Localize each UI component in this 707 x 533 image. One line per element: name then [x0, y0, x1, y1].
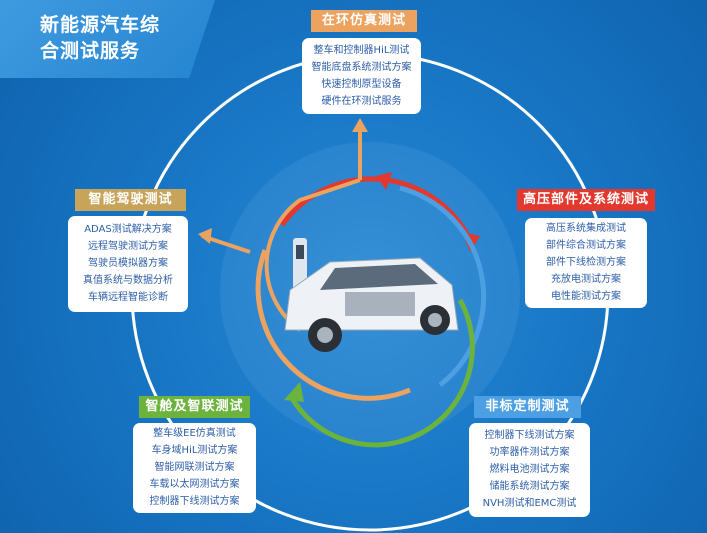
list-hil: 整车和控制器HiL测试 智能底盘系统测试方案 快速控制原型设备 硬件在环测试服务	[302, 38, 421, 114]
list-item: 部件综合测试方案	[546, 240, 626, 251]
list-item: 控制器下线测试方案	[149, 496, 240, 507]
header-adas: 智能驾驶测试	[75, 189, 186, 211]
header-hv: 高压部件及系统测试	[517, 189, 655, 211]
list-item: 智能网联测试方案	[154, 462, 235, 473]
list-hv: 高压系统集成测试 部件综合测试方案 部件下线检测方案 充放电测试方案 电性能测试…	[525, 218, 647, 308]
title-line: 合测试服务	[40, 40, 141, 62]
list-item: 高压系统集成测试	[546, 223, 626, 234]
blue-arc	[399, 185, 487, 387]
title-banner	[0, 0, 215, 78]
list-item: 远程驾驶测试方案	[88, 241, 168, 252]
list-item: 控制器下线测试方案	[484, 430, 575, 441]
list-cockpit: 整车级EE仿真测试 车身域HiL测试方案 智能网联测试方案 车载以太网测试方案 …	[133, 423, 256, 513]
list-item: 整车和控制器HiL测试	[313, 44, 410, 56]
title-line: 新能源汽车综	[40, 14, 161, 36]
orange-arc	[255, 249, 411, 401]
green-arrow-icon	[284, 382, 304, 402]
list-item: 部件下线检测方案	[546, 257, 626, 268]
header-custom: 非标定制测试	[474, 396, 581, 418]
list-item: 车身域HiL测试方案	[151, 445, 238, 456]
list-item: 快速控制原型设备	[321, 78, 402, 90]
list-item: 车辆远程智能诊断	[88, 292, 168, 303]
left-arrow-icon	[198, 228, 212, 244]
up-arrow-icon	[352, 118, 368, 132]
list-custom: 控制器下线测试方案 功率器件测试方案 燃料电池测试方案 储能系统测试方案 NVH…	[469, 423, 590, 517]
list-item: 真值系统与数据分析	[83, 275, 173, 286]
list-item: 整车级EE仿真测试	[153, 428, 236, 439]
header-hil: 在环仿真测试	[311, 10, 417, 32]
list-item: 车载以太网测试方案	[149, 479, 240, 490]
list-item: 储能系统测试方案	[489, 481, 570, 492]
header-cockpit: 智舱及智联测试	[139, 396, 250, 418]
orange-arc-inner	[264, 178, 361, 332]
list-item: 驾驶员模拟器方案	[88, 258, 168, 269]
list-item: 充放电测试方案	[551, 274, 621, 285]
list-item: NVH测试和EMC测试	[482, 498, 577, 509]
list-item: 电性能测试方案	[551, 291, 621, 302]
green-arc	[287, 298, 475, 448]
list-adas: ADAS测试解决方案 远程驾驶测试方案 驾驶员模拟器方案 真值系统与数据分析 车…	[68, 216, 188, 312]
list-item: 硬件在环测试服务	[321, 95, 402, 107]
page-title: 新能源汽车综合测试服务	[40, 12, 160, 64]
list-item: 智能底盘系统测试方案	[311, 61, 412, 73]
list-item: 功率器件测试方案	[489, 447, 570, 458]
red-small-arrow-icon	[376, 172, 392, 190]
list-item: 燃料电池测试方案	[489, 464, 570, 475]
car-illustration	[284, 238, 459, 352]
list-item: ADAS测试解决方案	[84, 224, 172, 235]
